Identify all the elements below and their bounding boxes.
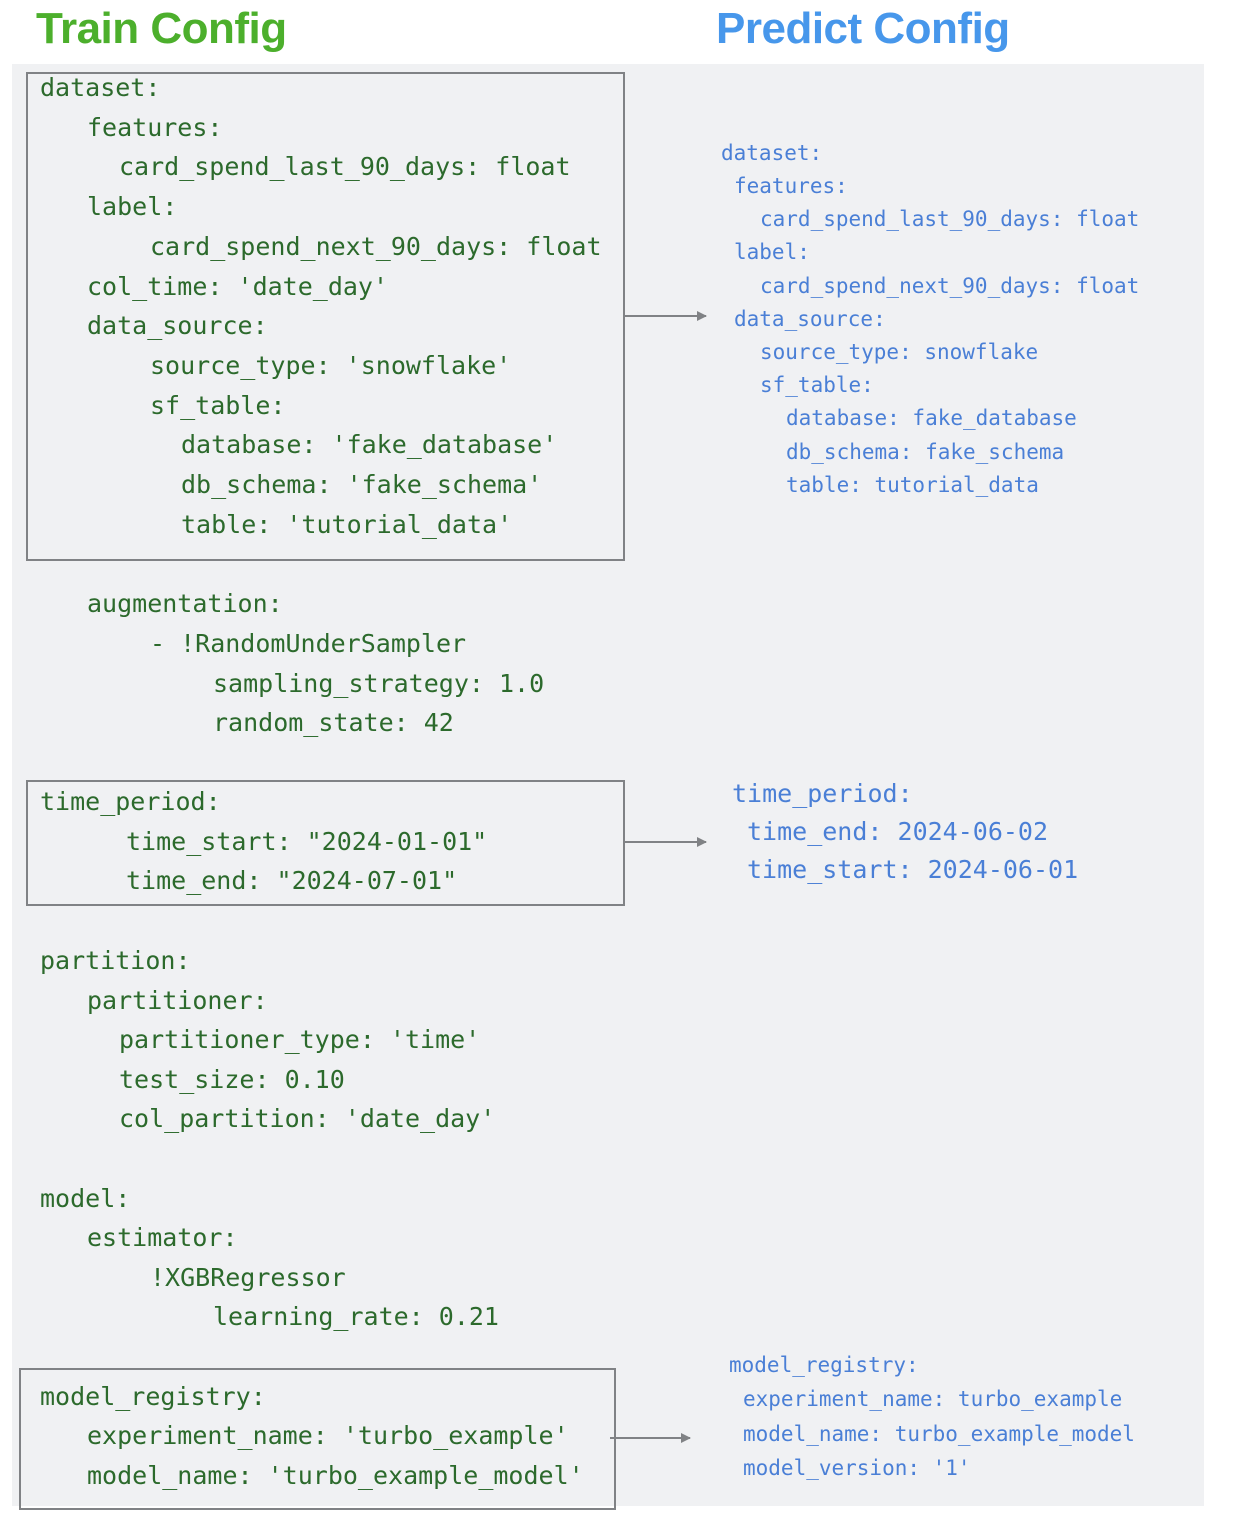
code-line: partitioner_type: 'time' xyxy=(119,1025,481,1054)
code-line: random_state: 42 xyxy=(213,708,454,737)
code-line: database: fake_database xyxy=(786,406,1077,430)
code-line: model_version: '1' xyxy=(743,1456,971,1480)
code-line: card_spend_next_90_days: float xyxy=(150,232,602,261)
code-line: experiment_name: 'turbo_example' xyxy=(87,1421,569,1450)
code-line: experiment_name: turbo_example xyxy=(743,1387,1123,1411)
code-line: label: xyxy=(734,240,810,264)
code-line: learning_rate: 0.21 xyxy=(213,1302,499,1331)
code-line: card_spend_last_90_days: float xyxy=(760,207,1140,231)
code-line: features: xyxy=(87,113,223,142)
code-line: partition: xyxy=(40,946,191,975)
code-line: !XGBRegressor xyxy=(150,1263,346,1292)
code-line: data_source: xyxy=(734,307,886,331)
code-line: - !RandomUnderSampler xyxy=(150,629,467,658)
code-line: model_name: turbo_example_model xyxy=(743,1422,1135,1446)
code-line: model_registry: xyxy=(729,1353,919,1377)
code-line: db_schema: fake_schema xyxy=(786,440,1065,464)
code-line: model: xyxy=(40,1184,131,1213)
predict-config-title: Predict Config xyxy=(716,4,1010,53)
code-line: dataset: xyxy=(40,73,161,102)
code-line: col_time: 'date_day' xyxy=(87,272,389,301)
code-line: sf_table: xyxy=(150,391,286,420)
code-line: augmentation: xyxy=(87,589,283,618)
code-line: db_schema: 'fake_schema' xyxy=(181,470,543,499)
code-line: source_type: snowflake xyxy=(760,340,1039,364)
code-line: time_start: "2024-01-01" xyxy=(126,827,488,856)
code-line: data_source: xyxy=(87,311,268,340)
code-line: model_registry: xyxy=(40,1382,266,1411)
code-line: label: xyxy=(87,192,178,221)
code-line: estimator: xyxy=(87,1223,238,1252)
code-line: card_spend_next_90_days: float xyxy=(760,274,1140,298)
code-line: time_period: xyxy=(732,779,913,808)
code-line: test_size: 0.10 xyxy=(119,1065,345,1094)
code-line: source_type: 'snowflake' xyxy=(150,351,512,380)
code-line: time_end: 2024-06-02 xyxy=(747,817,1049,846)
code-line: time_start: 2024-06-01 xyxy=(747,855,1079,884)
train-dataset-box xyxy=(26,72,625,561)
train-config-title: Train Config xyxy=(36,4,287,53)
code-line: database: 'fake_database' xyxy=(181,430,558,459)
code-line: model_name: 'turbo_example_model' xyxy=(87,1461,584,1490)
code-line: time_period: xyxy=(40,787,221,816)
code-line: features: xyxy=(734,174,848,198)
code-line: table: tutorial_data xyxy=(786,473,1039,497)
code-line: sampling_strategy: 1.0 xyxy=(213,669,545,698)
code-line: card_spend_last_90_days: float xyxy=(119,152,571,181)
code-line: dataset: xyxy=(721,141,823,165)
code-line: table: 'tutorial_data' xyxy=(181,510,513,539)
config-panel xyxy=(12,64,1204,1506)
code-line: sf_table: xyxy=(760,373,874,397)
train-time-period-box xyxy=(26,780,625,906)
code-line: time_end: "2024-07-01" xyxy=(126,866,458,895)
code-line: col_partition: 'date_day' xyxy=(119,1104,496,1133)
code-line: partitioner: xyxy=(87,986,268,1015)
